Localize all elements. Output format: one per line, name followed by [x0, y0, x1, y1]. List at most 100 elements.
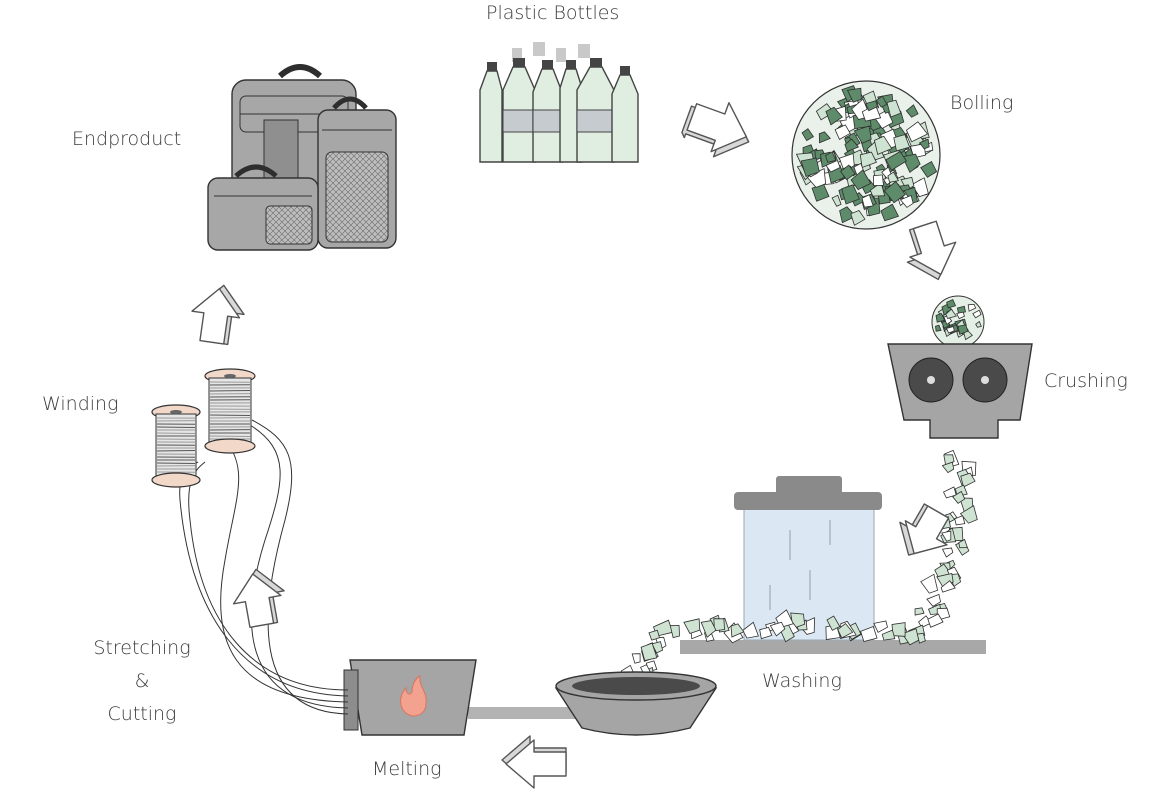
label-bolling: Bolling [950, 92, 1014, 114]
label-endproduct: Endproduct [72, 128, 182, 150]
plastic-flake [941, 461, 955, 474]
plastic-flake [880, 203, 900, 222]
plastic-flake [669, 625, 680, 639]
plastic-flake [958, 538, 968, 549]
washing-station [620, 449, 986, 684]
plastic-flake [640, 642, 658, 661]
plastic-bottles-illustration [479, 42, 639, 163]
plastic-flake [914, 607, 925, 616]
fiber-strands [179, 419, 349, 715]
plastic-flake [954, 515, 966, 526]
plastic-flake [883, 180, 906, 204]
plastic-flake [814, 149, 826, 161]
plastic-flake [887, 171, 900, 183]
label-crushing: Crushing [1044, 370, 1128, 392]
plastic-flake [759, 626, 773, 640]
plastic-flake [834, 124, 851, 140]
plastic-flake [850, 210, 866, 226]
plastic-flake [886, 99, 902, 118]
plastic-flake [945, 308, 957, 319]
plastic-flake [811, 183, 830, 202]
plastic-flake [873, 135, 893, 155]
plastic-flake [920, 573, 939, 594]
plastic-flake [825, 106, 843, 126]
plastic-flake [891, 622, 906, 637]
spool-large [204, 368, 256, 454]
plastic-flake [972, 309, 982, 319]
label-washing: Washing [762, 670, 842, 692]
plastic-flake [839, 206, 857, 224]
plastic-flake [960, 472, 976, 488]
plastic-flake [850, 169, 872, 191]
label-stretching-line3: Cutting [107, 703, 177, 725]
plastic-flake [920, 160, 938, 178]
plastic-flake [967, 303, 977, 312]
plastic-flake [631, 653, 641, 664]
plastic-flake [861, 104, 882, 122]
plastic-flake [893, 134, 911, 152]
crusher-machine [887, 295, 1033, 439]
plastic-flake [801, 128, 814, 142]
plastic-flake [941, 547, 954, 558]
plastic-flake [940, 580, 956, 593]
plastic-flake [952, 490, 966, 504]
plastic-flake [840, 164, 856, 181]
plastic-flake [730, 623, 745, 638]
label-winding: Winding [42, 393, 119, 415]
spool-small [151, 404, 201, 488]
label-stretching-cutting: Stretching & Cutting [84, 632, 200, 731]
plastic-flake [918, 138, 930, 150]
plastic-flake [844, 138, 860, 152]
plastic-flake [860, 625, 878, 642]
plastic-flake [846, 87, 862, 103]
plastic-flake [885, 150, 907, 171]
plastic-flake [927, 613, 944, 628]
arrow-crushing-to-washing [899, 503, 950, 556]
melting-bowl [468, 671, 718, 736]
plastic-flake [906, 121, 929, 143]
plastic-flake [818, 131, 831, 144]
plastic-flake [800, 157, 820, 178]
arrow-stretching-to-winding [232, 568, 285, 629]
plastic-flake [926, 593, 942, 607]
label-stretching-line2: & [134, 670, 150, 692]
label-plastic-bottles: Plastic Bottles [486, 2, 620, 24]
label-stretching-line1: Stretching [93, 637, 191, 659]
plastic-flake [815, 103, 835, 121]
plastic-flake [935, 324, 942, 332]
arrow-winding-to-endproduct [191, 284, 245, 346]
plastic-flake [700, 620, 717, 638]
plastic-flake [899, 194, 914, 208]
plastic-flake [942, 486, 957, 499]
plastic-flake [861, 194, 874, 208]
plastic-flake [959, 504, 978, 524]
plastic-flake [853, 125, 872, 144]
plastic-flake [648, 629, 660, 641]
plastic-flake [875, 95, 888, 108]
bolling-flake-ball [791, 80, 941, 230]
arrow-washing-to-melting [501, 735, 567, 789]
plastic-flake [975, 320, 982, 328]
plastic-flake [873, 174, 884, 186]
melting-furnace [343, 659, 477, 736]
plastic-flake [841, 184, 860, 205]
arrow-bottles-to-bolling [681, 102, 750, 158]
plastic-flake [769, 621, 786, 637]
plastic-flake [859, 151, 877, 169]
plastic-flake [825, 151, 837, 163]
plastic-flake [946, 298, 957, 309]
plastic-flake [945, 326, 955, 334]
plastic-flake [873, 620, 888, 633]
plastic-flake [826, 615, 841, 631]
plastic-flake [881, 629, 896, 641]
endproduct-bags [207, 64, 397, 251]
plastic-flake [956, 305, 966, 314]
plastic-flake [683, 618, 701, 634]
plastic-flake [957, 324, 969, 335]
plastic-flake [837, 622, 854, 639]
label-melting: Melting [372, 758, 442, 780]
plastic-flake [935, 312, 946, 323]
plastic-flake [869, 181, 886, 197]
